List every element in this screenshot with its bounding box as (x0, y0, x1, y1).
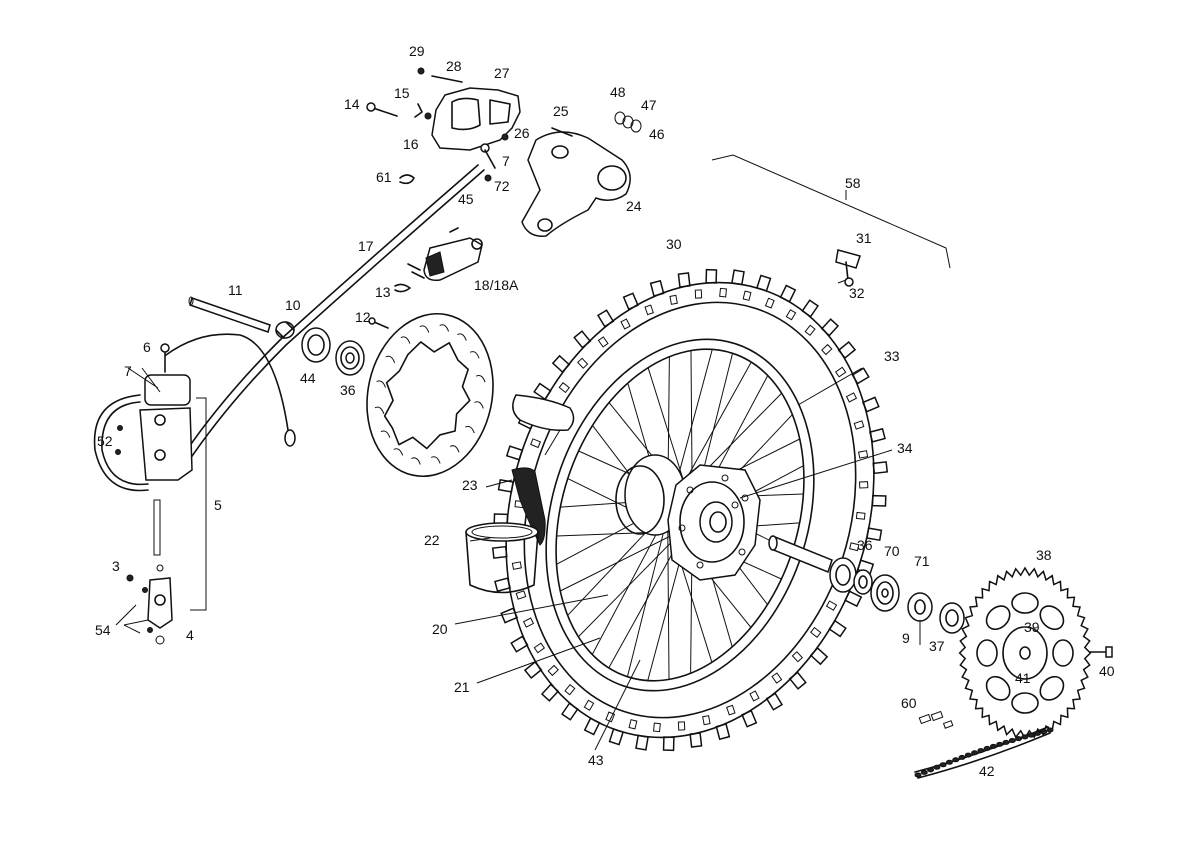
callout-46: 46 (649, 126, 665, 142)
callout-14: 14 (344, 96, 360, 112)
chain-joint-60 (918, 710, 954, 729)
bolt-12 (368, 317, 389, 329)
callout-39: 39 (1024, 619, 1040, 635)
callout-9: 9 (902, 630, 910, 646)
callout-24: 24 (626, 198, 642, 214)
callout-54: 54 (95, 622, 111, 638)
bearing-36-left (335, 340, 365, 376)
callout-45: 45 (458, 191, 474, 207)
callout-4: 4 (186, 627, 194, 643)
callout-47: 47 (641, 97, 657, 113)
callout-11: 11 (228, 282, 243, 298)
callout-25: 25 (553, 103, 569, 119)
callout-48: 48 (610, 84, 626, 100)
callout-42: 42 (979, 763, 995, 779)
chain-42 (914, 726, 1054, 779)
callout-5: 5 (214, 497, 222, 513)
callout-27: 27 (494, 65, 510, 81)
callout-31: 31 (856, 230, 872, 246)
chain-links (914, 727, 1054, 778)
callout-38: 38 (1036, 547, 1052, 563)
bracket-5 (190, 397, 207, 611)
tire-30 (491, 268, 889, 752)
callout-30: 30 (666, 236, 682, 252)
rear-sprocket-38 (958, 566, 1092, 740)
callout-15: 15 (394, 85, 410, 101)
callout-28: 28 (446, 58, 462, 74)
callout-29: 29 (409, 43, 425, 59)
brake-disc-holes (374, 324, 486, 465)
spacer-70 (853, 569, 873, 595)
brake-hose-17 (165, 164, 485, 466)
bracket-58 (711, 154, 951, 269)
callout-labels: 29 28 27 14 15 16 26 7 72 61 25 48 47 46… (95, 43, 1115, 779)
callout-58: 58 (845, 175, 861, 191)
callout-7-top: 7 (502, 153, 510, 169)
caliper-bracket-24 (521, 111, 642, 237)
callout-33: 33 (884, 348, 900, 364)
callout-3: 3 (112, 558, 120, 574)
rim-strap-23 (511, 394, 575, 546)
callout-43: 43 (588, 752, 604, 768)
callout-34: 34 (897, 440, 913, 456)
axle-spacer-tube (768, 535, 833, 573)
callout-41: 41 (1015, 670, 1031, 686)
sprocket-bolt-40 (1089, 646, 1113, 658)
callout-21: 21 (454, 679, 470, 695)
callout-16: 16 (403, 136, 419, 152)
callout-36-left: 36 (340, 382, 356, 398)
callout-18-18a: 18/18A (474, 277, 519, 293)
callout-17: 17 (358, 238, 374, 254)
hub-flange-34 (667, 464, 761, 581)
callout-37: 37 (929, 638, 945, 654)
inner-tube-22 (465, 522, 539, 594)
callout-22: 22 (424, 532, 440, 548)
callout-32: 32 (849, 285, 865, 301)
leader-lines (115, 279, 921, 751)
callout-71: 71 (914, 553, 930, 569)
callout-60: 60 (901, 695, 917, 711)
brake-pads-18 (394, 227, 483, 293)
callout-52: 52 (97, 433, 113, 449)
callout-44: 44 (300, 370, 316, 386)
callout-26: 26 (514, 125, 530, 141)
brake-disc (366, 312, 494, 478)
callout-40: 40 (1099, 663, 1115, 679)
callout-6: 6 (143, 339, 151, 355)
callout-7-left: 7 (124, 363, 132, 379)
bearing-71 (870, 574, 900, 612)
callout-70: 70 (884, 543, 900, 559)
callout-61: 61 (376, 169, 392, 185)
callout-72: 72 (494, 178, 510, 194)
master-cylinder-5 (93, 343, 193, 645)
callout-13: 13 (375, 284, 391, 300)
callout-20: 20 (432, 621, 448, 637)
callout-12: 12 (355, 309, 371, 325)
callout-23: 23 (462, 477, 478, 493)
callout-10: 10 (285, 297, 301, 313)
valve-31-32 (835, 249, 861, 287)
brake-caliper-27 (431, 87, 521, 153)
oil-seal-44 (301, 327, 331, 363)
caliper-small-parts (366, 67, 509, 185)
sprocket-windows (976, 592, 1074, 714)
seal-37 (939, 602, 965, 634)
spacer-9 (907, 592, 933, 622)
bearing-36-right (829, 557, 857, 593)
axle-11 (188, 296, 271, 333)
callout-36-right: 36 (857, 537, 873, 553)
